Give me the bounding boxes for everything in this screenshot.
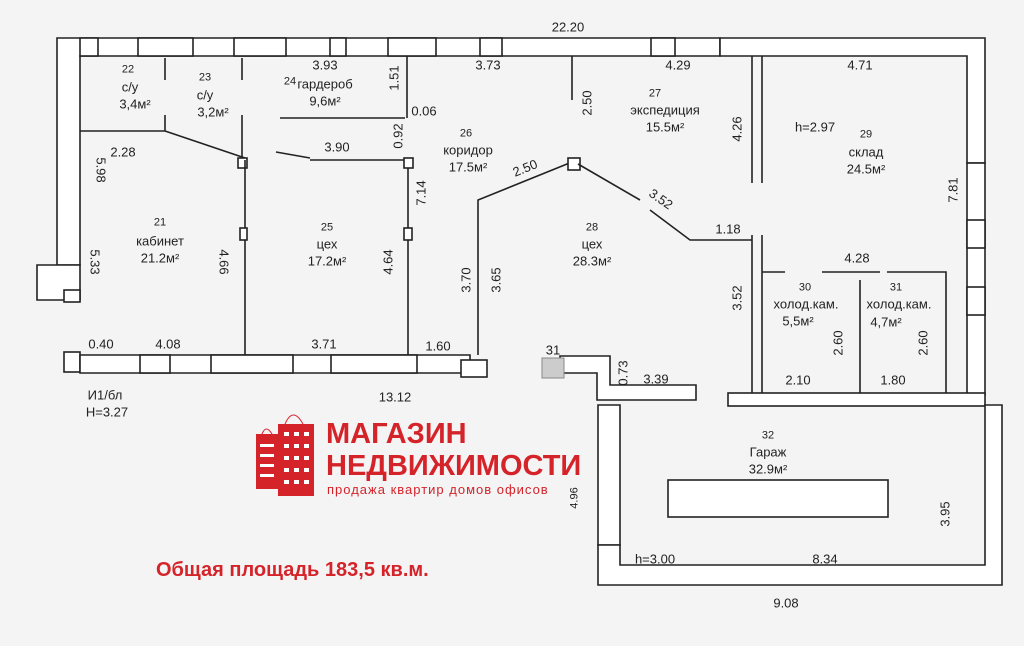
dim-908: 9.08 bbox=[773, 595, 799, 611]
room-25-number: 25 bbox=[320, 221, 334, 234]
dim-471: 4.71 bbox=[847, 57, 873, 73]
dim-352-vertical: 3.52 bbox=[729, 285, 745, 311]
room-26-name: коридор bbox=[443, 142, 493, 158]
room-26-area: 17.5м² bbox=[448, 159, 488, 175]
brand-tagline: продажа квартир домов офисов bbox=[327, 482, 549, 497]
dim-118: 1.18 bbox=[715, 221, 741, 237]
room-22-name: с/у bbox=[121, 79, 139, 95]
dim-228: 2.28 bbox=[110, 144, 136, 160]
room-28-area: 28.3м² bbox=[572, 253, 612, 269]
room-21-area: 21.2м² bbox=[140, 250, 180, 266]
ceiling-height-300: h=3.00 bbox=[634, 551, 676, 567]
ceiling-height-327: H=3.27 bbox=[85, 404, 129, 420]
dim-370: 3.70 bbox=[458, 267, 474, 293]
dim-464: 4.64 bbox=[380, 249, 396, 275]
room-29-area: 24.5м² bbox=[846, 161, 886, 177]
dim-834: 8.34 bbox=[812, 551, 838, 567]
ceiling-height-297: h=2.97 bbox=[794, 119, 836, 135]
room-29-number: 29 bbox=[859, 128, 873, 141]
room-31-number: 31 bbox=[889, 281, 903, 294]
dim-210: 2.10 bbox=[785, 372, 811, 388]
dim-260-b: 2.60 bbox=[915, 330, 931, 356]
dim-393: 3.93 bbox=[312, 57, 338, 73]
dim-006: 0.06 bbox=[411, 103, 437, 119]
dim-180: 1.80 bbox=[880, 372, 906, 388]
room-32-number: 32 bbox=[761, 429, 775, 442]
dim-339: 3.39 bbox=[643, 371, 669, 387]
room-25-name: цех bbox=[316, 236, 338, 252]
room-23-name: с/у bbox=[196, 87, 214, 103]
room-28-name: цех bbox=[581, 236, 603, 252]
room-22-area: 3,4м² bbox=[119, 96, 151, 112]
dim-496: 4.96 bbox=[568, 487, 581, 509]
room-30-name: холод.кам. bbox=[773, 296, 839, 312]
dim-408: 4.08 bbox=[155, 336, 181, 352]
dim-092: 0.92 bbox=[390, 123, 406, 149]
dim-040: 0.40 bbox=[88, 336, 114, 352]
dim-365: 3.65 bbox=[488, 267, 504, 293]
building-icon bbox=[256, 414, 314, 496]
dim-714: 7.14 bbox=[413, 180, 429, 206]
dim-250-vertical: 2.50 bbox=[579, 90, 595, 116]
room-23-area: 3,2м² bbox=[197, 104, 229, 120]
room-27-name: экспедиция bbox=[630, 102, 700, 118]
room-21-name: кабинет bbox=[136, 233, 184, 249]
room-32-area: 32.9м² bbox=[748, 461, 788, 477]
dim-371: 3.71 bbox=[311, 336, 337, 352]
dim-1312: 13.12 bbox=[378, 389, 412, 405]
room-21-number: 21 bbox=[153, 216, 167, 229]
plan-label-i1: И1/бл bbox=[87, 387, 123, 403]
dim-073: 0.73 bbox=[615, 360, 631, 386]
room-30-number: 30 bbox=[798, 281, 812, 294]
room-25-area: 17.2м² bbox=[307, 253, 347, 269]
total-area: Общая площадь 183,5 кв.м. bbox=[156, 559, 429, 581]
room-23-number: 23 bbox=[198, 71, 212, 84]
room-24-name: гардероб bbox=[297, 76, 353, 92]
room-32-name: Гараж bbox=[749, 444, 787, 460]
dim-151: 1.51 bbox=[386, 65, 402, 91]
dim-390: 3.90 bbox=[324, 139, 350, 155]
room-30-area: 5,5м² bbox=[782, 313, 814, 329]
dim-466: 4.66 bbox=[216, 249, 232, 275]
room-31-name: холод.кам. bbox=[866, 296, 932, 312]
room-27-number: 27 bbox=[648, 87, 662, 100]
walls bbox=[36, 37, 1003, 586]
stair-label: 31 bbox=[545, 342, 561, 358]
dim-598: 5.98 bbox=[93, 157, 109, 183]
brand-line1: МАГАЗИН bbox=[326, 418, 467, 450]
dim-160: 1.60 bbox=[425, 338, 451, 354]
room-22-number: 22 bbox=[121, 63, 135, 76]
dim-781: 7.81 bbox=[945, 177, 961, 203]
room-29-name: склад bbox=[848, 144, 884, 160]
brand-line2: НЕДВИЖИМОСТИ bbox=[326, 450, 582, 482]
room-26-number: 26 bbox=[459, 127, 473, 140]
room-24-area: 9,6м² bbox=[309, 93, 341, 109]
dim-total-width: 22.20 bbox=[551, 19, 585, 35]
dim-426: 4.26 bbox=[729, 116, 745, 142]
room-28-number: 28 bbox=[585, 221, 599, 234]
room-24-number: 24 bbox=[283, 75, 297, 88]
dim-429: 4.29 bbox=[665, 57, 691, 73]
dim-395: 3.95 bbox=[937, 501, 953, 527]
dim-428: 4.28 bbox=[844, 250, 870, 266]
room-31-area: 4,7м² bbox=[870, 314, 902, 330]
dim-533: 5.33 bbox=[87, 249, 103, 275]
dim-260-a: 2.60 bbox=[830, 330, 846, 356]
room-27-area: 15.5м² bbox=[645, 119, 685, 135]
dim-373: 3.73 bbox=[475, 57, 501, 73]
